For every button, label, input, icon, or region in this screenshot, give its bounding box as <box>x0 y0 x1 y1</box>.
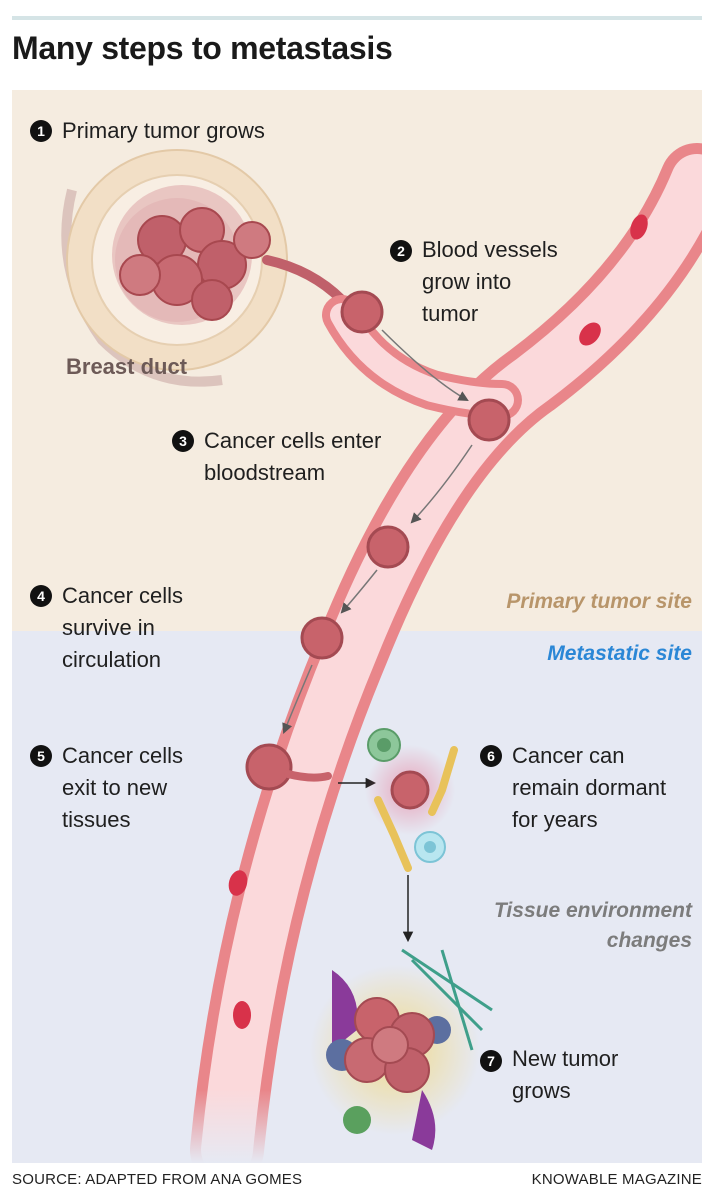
step-2-badge: 2 <box>390 240 412 262</box>
step-5-line-1: Cancer cells <box>62 743 184 768</box>
step-3-label: Cancer cells enter bloodstream <box>204 425 381 489</box>
step-7-line-2: grows <box>512 1078 571 1103</box>
primary-site-label: Primary tumor site <box>506 590 692 613</box>
source-credit: SOURCE: ADAPTED FROM ANA GOMES <box>12 1171 303 1188</box>
step-6-line-2: remain dormant <box>512 775 667 800</box>
page-title: Many steps to metastasis <box>12 30 393 66</box>
step-5-line-2: exit to new <box>62 775 168 800</box>
step-3-line-2: bloodstream <box>204 460 326 485</box>
metastatic-site-label: Metastatic site <box>547 642 692 665</box>
tissue-environment-line-2: changes <box>606 929 692 952</box>
step-2-line-1: Blood vessels <box>422 237 558 262</box>
step-3-line-1: Cancer cells enter <box>204 428 382 453</box>
step-7-badge: 7 <box>480 1050 502 1072</box>
step-5-badge: 5 <box>30 745 52 767</box>
step-6-label: Cancer can remain dormant for years <box>512 740 666 836</box>
step-4-line-1: Cancer cells <box>62 583 184 608</box>
step-5-label: Cancer cells exit to new tissues <box>62 740 183 836</box>
step-6-line-3: for years <box>512 807 598 832</box>
step-1-label: Primary tumor grows <box>62 115 265 147</box>
flow-arrows <box>282 329 473 943</box>
top-rule <box>12 16 702 20</box>
new-tumor <box>310 948 493 1150</box>
step-1-badge: 1 <box>30 120 52 142</box>
step-4-line-2: survive in <box>62 615 155 640</box>
step-1-line-1: Primary tumor grows <box>62 118 265 143</box>
vessel-fade <box>162 1090 322 1163</box>
red-blood-cells <box>228 214 648 1029</box>
circulating-cancer-cells <box>245 290 511 791</box>
step-2-label: Blood vessels grow into tumor <box>422 234 558 330</box>
publisher-credit: KNOWABLE MAGAZINE <box>531 1171 702 1188</box>
step-4-label: Cancer cells survive in circulation <box>62 580 183 676</box>
tissue-environment-label: Tissue environment changes <box>432 896 692 956</box>
metastasis-illustration <box>61 143 702 1163</box>
tissue-environment-line-1: Tissue environment <box>493 899 692 922</box>
dormant-niche <box>365 728 458 872</box>
step-4-line-3: circulation <box>62 647 162 672</box>
step-5-line-3: tissues <box>62 807 131 832</box>
step-6-line-1: Cancer can <box>512 743 625 768</box>
primary-tumor <box>112 185 347 325</box>
step-2-line-2: grow into <box>422 269 512 294</box>
blood-vessel <box>190 143 702 1163</box>
step-6-badge: 6 <box>480 745 502 767</box>
breast-duct-label: Breast duct <box>66 354 188 379</box>
step-2-line-3: tumor <box>422 301 479 326</box>
step-7-line-1: New tumor <box>512 1046 619 1071</box>
step-4-badge: 4 <box>30 585 52 607</box>
step-7-label: New tumor grows <box>512 1043 618 1107</box>
step-3-badge: 3 <box>172 430 194 452</box>
